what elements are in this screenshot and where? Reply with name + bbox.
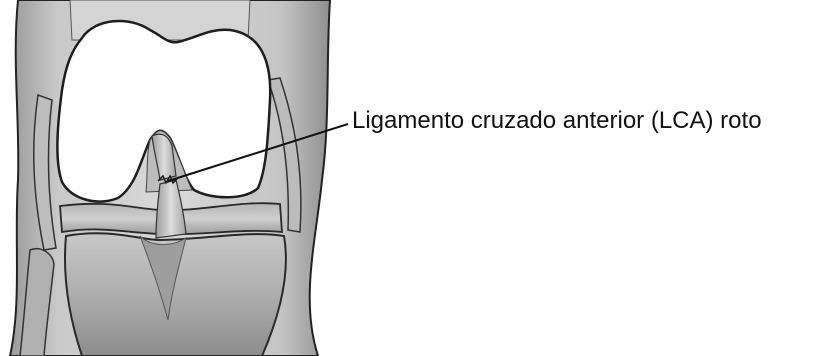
callout-label: Ligamento cruzado anterior (LCA) roto: [352, 107, 762, 135]
